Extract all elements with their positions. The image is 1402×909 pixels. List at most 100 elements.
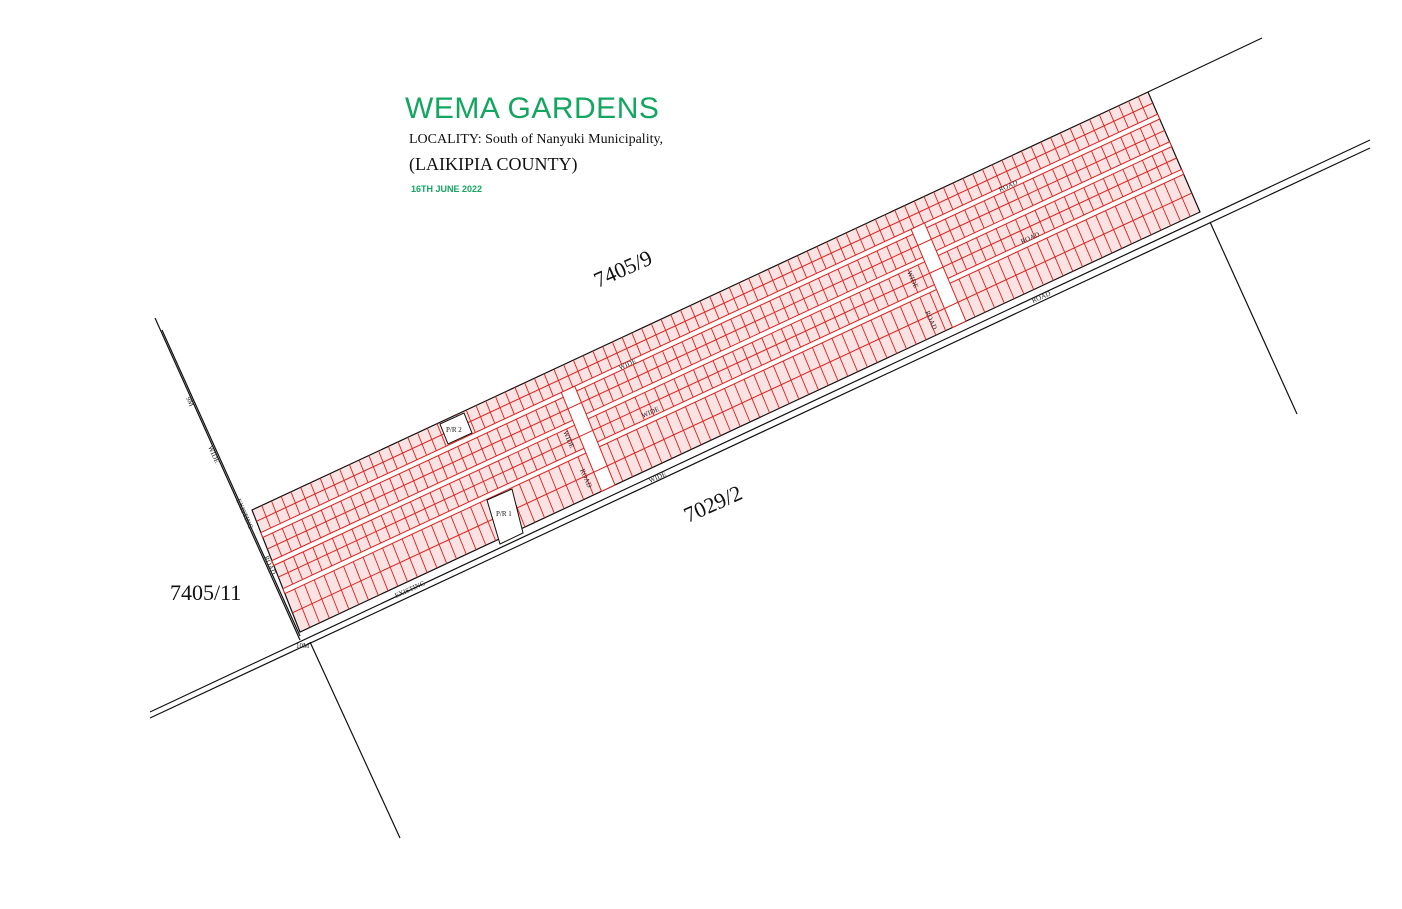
plot-divider bbox=[553, 368, 564, 392]
plot-divider bbox=[418, 464, 429, 488]
plot-divider bbox=[886, 246, 897, 270]
plot-divider bbox=[777, 264, 788, 288]
plot-divider bbox=[557, 465, 575, 505]
plot-divider bbox=[810, 314, 821, 339]
plot-divider bbox=[460, 511, 477, 550]
south-road-edge-2 bbox=[149, 147, 1371, 719]
plot-divider bbox=[1144, 192, 1162, 231]
plot-divider bbox=[654, 387, 665, 412]
plot-divider bbox=[439, 487, 450, 512]
plot-divider bbox=[507, 456, 518, 480]
plot-divider bbox=[470, 506, 487, 546]
plot-divider bbox=[761, 337, 772, 361]
plot-divider bbox=[421, 529, 438, 569]
plot-divider bbox=[1095, 215, 1113, 254]
plot-divider bbox=[380, 515, 391, 539]
parcel-south-label: 7029/2 bbox=[680, 480, 746, 528]
plot-divider bbox=[1163, 183, 1181, 222]
plot-divider bbox=[847, 264, 858, 288]
plot-divider bbox=[671, 346, 683, 370]
boundary-lines bbox=[149, 37, 1371, 839]
plot-divider bbox=[292, 556, 303, 580]
plot-divider bbox=[1124, 201, 1142, 240]
plot-divider bbox=[280, 496, 291, 520]
plot-divider bbox=[631, 332, 642, 356]
plot-divider bbox=[488, 465, 499, 489]
plot-divider bbox=[437, 455, 448, 479]
plot-divider bbox=[291, 523, 302, 548]
plot-divider bbox=[563, 364, 574, 388]
plot-divider bbox=[303, 584, 320, 624]
plot-divider bbox=[1003, 191, 1014, 215]
plot-divider bbox=[1098, 114, 1110, 138]
plot-divider bbox=[518, 484, 536, 523]
plot-divider bbox=[919, 297, 937, 336]
public-reserve-2: P/R 2 bbox=[439, 412, 473, 445]
plot-divider bbox=[857, 259, 868, 284]
plot-divider bbox=[1052, 168, 1063, 193]
plot-divider bbox=[964, 209, 975, 234]
plot-divider bbox=[348, 464, 359, 488]
plot-divider bbox=[841, 333, 859, 372]
plot-divider bbox=[1075, 224, 1093, 263]
north-boundary-ext bbox=[1147, 37, 1263, 93]
plot-divider bbox=[673, 378, 684, 403]
width-label-10m: 10M bbox=[296, 642, 310, 650]
plot-divider bbox=[788, 291, 800, 315]
pr1-label: P/R 1 bbox=[496, 510, 512, 518]
plot-divider bbox=[880, 315, 898, 354]
plot-divider bbox=[1030, 146, 1042, 169]
plot-divider bbox=[905, 237, 917, 261]
plot-divider bbox=[819, 310, 831, 334]
plot-divider bbox=[694, 401, 712, 441]
plot-divider bbox=[738, 282, 749, 306]
county-text: (LAIKIPIA COUNTY) bbox=[409, 154, 578, 174]
plot-divider bbox=[382, 547, 399, 587]
plot-divider bbox=[743, 379, 761, 418]
plot-divider bbox=[645, 424, 663, 464]
plot-divider bbox=[525, 414, 536, 438]
plot-divider bbox=[319, 478, 330, 501]
plot-divider bbox=[1034, 210, 1046, 234]
plot-divider bbox=[652, 355, 663, 379]
plot-divider bbox=[683, 374, 694, 398]
plot-divider bbox=[595, 415, 606, 439]
plot-divider bbox=[907, 269, 919, 293]
plot-divider bbox=[429, 492, 440, 516]
plot-divider bbox=[261, 505, 272, 529]
plot-divider bbox=[283, 560, 294, 585]
plot-divider bbox=[866, 255, 878, 279]
plot-divider bbox=[935, 223, 946, 247]
plot-divider bbox=[398, 473, 409, 498]
plot-divider bbox=[946, 251, 958, 275]
plot-divider bbox=[281, 528, 292, 552]
plot-divider bbox=[1081, 155, 1092, 179]
parcel-west-label: 7405/11 bbox=[170, 580, 241, 605]
plot-divider bbox=[978, 269, 995, 309]
plot-divider bbox=[548, 470, 565, 509]
plot-divider bbox=[535, 409, 546, 434]
plot-divider bbox=[467, 441, 478, 466]
plot-divider bbox=[1149, 123, 1161, 147]
plot-divider bbox=[400, 506, 411, 530]
plot-divider bbox=[361, 524, 372, 548]
plot-divider bbox=[436, 423, 447, 447]
plot-divider bbox=[663, 383, 675, 407]
plot-divider bbox=[753, 374, 770, 414]
internal-road-2 bbox=[271, 141, 1173, 567]
plot-divider bbox=[974, 205, 985, 229]
plot-divider bbox=[913, 200, 925, 224]
plot-divider bbox=[733, 383, 751, 423]
east-boundary-line bbox=[1209, 221, 1298, 415]
plot-divider bbox=[1011, 155, 1022, 179]
plot-divider bbox=[603, 378, 614, 402]
plot-divider bbox=[626, 433, 643, 473]
wide-label-west: WIDE bbox=[206, 445, 221, 465]
plot-divider bbox=[650, 323, 661, 347]
plot-divider bbox=[1110, 141, 1122, 165]
internal-road-1 bbox=[260, 113, 1161, 539]
plot-divider bbox=[351, 528, 362, 553]
plot-divider bbox=[1141, 160, 1153, 184]
plot-divider bbox=[874, 219, 886, 242]
plot-divider bbox=[728, 287, 739, 310]
